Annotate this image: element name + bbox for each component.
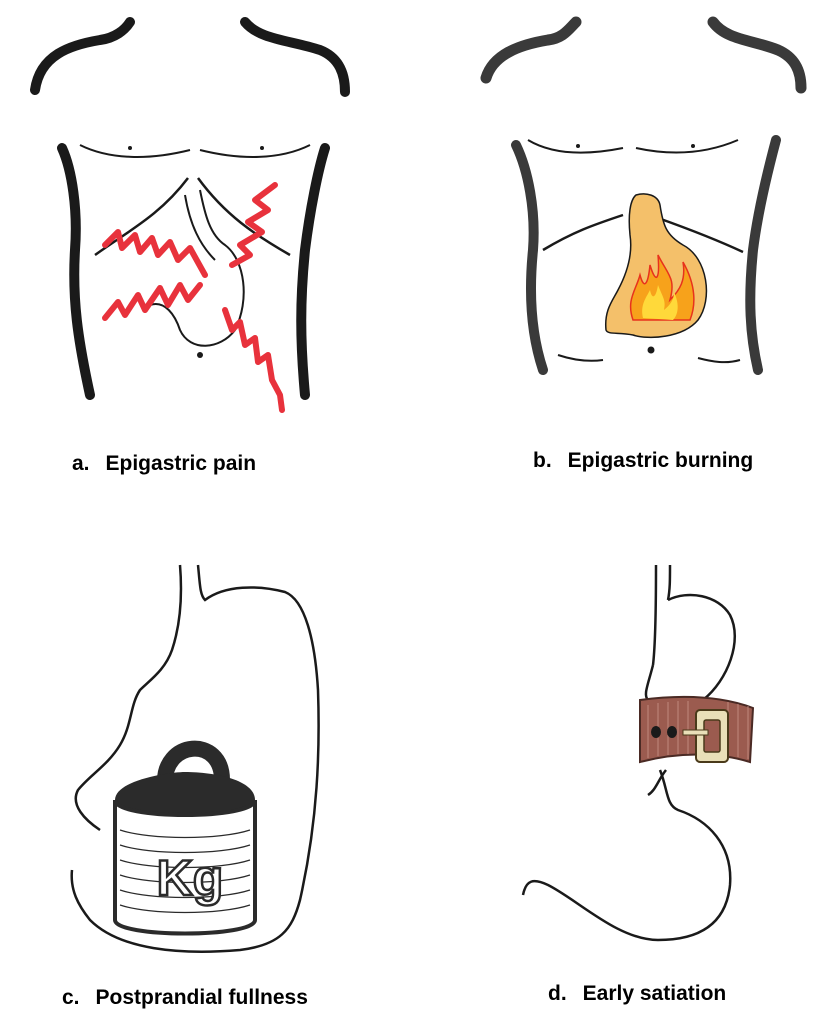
hip-line-right	[697, 357, 741, 364]
stomach-lower-left	[647, 769, 667, 797]
caption-a: a. Epigastric pain	[72, 453, 256, 474]
caption-c: c. Postprandial fullness	[62, 987, 308, 1008]
pain-zigzag-4	[222, 307, 285, 413]
weight-texture	[119, 829, 251, 914]
panel-postprandial-fullness: Kg c. Postprandial fullness	[0, 500, 408, 1013]
rib-cage-right	[196, 177, 291, 257]
torso-left-side	[57, 143, 95, 400]
caption-label: Postprandial fullness	[95, 986, 308, 1009]
navel	[647, 346, 655, 354]
left-nipple	[576, 144, 580, 148]
stomach-upper-left	[644, 664, 655, 701]
pain-zigzag-1	[102, 229, 208, 278]
esophagus-left	[651, 564, 658, 666]
caption-label: Epigastric burning	[567, 449, 754, 472]
stomach-outline-outer	[70, 564, 320, 953]
pain-zigzag-2	[102, 282, 203, 321]
caption-letter: b.	[533, 449, 552, 472]
belt-buckle-inner	[703, 719, 721, 753]
belt-hole-2	[667, 726, 677, 738]
stomach-upper	[667, 593, 737, 709]
hip-line-left	[557, 354, 604, 362]
right-shoulder	[240, 17, 350, 97]
rib-cage-right	[657, 216, 744, 254]
torso-right-side	[296, 143, 330, 400]
caption-label: Epigastric pain	[105, 452, 257, 475]
belt-buckle-pin	[682, 729, 709, 736]
weight-handle	[156, 740, 230, 786]
weight-kg-text: Kg	[157, 850, 224, 906]
caption-b: b. Epigastric burning	[533, 450, 753, 471]
flame-inner	[642, 285, 678, 320]
panel-epigastric-burning: b. Epigastric burning	[408, 0, 817, 500]
panel-early-satiation: d. Early satiation	[408, 500, 817, 1013]
stomach-lower	[521, 769, 732, 942]
caption-letter: c.	[62, 986, 80, 1009]
torso-burning-illustration	[480, 16, 807, 375]
chest-line	[79, 144, 311, 158]
right-nipple	[691, 144, 695, 148]
stomach-weight-illustration: Kg	[70, 564, 320, 953]
stomach-belt-illustration	[521, 564, 755, 942]
torso-pain-illustration	[30, 17, 350, 413]
navel	[197, 352, 203, 358]
chest-line	[527, 139, 739, 154]
caption-letter: d.	[548, 982, 567, 1005]
caption-label: Early satiation	[582, 982, 727, 1005]
belt-hole-1	[651, 726, 661, 738]
caption-d: d. Early satiation	[548, 983, 726, 1004]
stomach-outline-inner	[74, 564, 183, 832]
pain-zigzag-3	[229, 182, 278, 268]
torso-right-side	[745, 135, 781, 375]
stomach-inner	[184, 194, 216, 261]
caption-letter: a.	[72, 452, 90, 475]
right-shoulder	[707, 16, 807, 94]
left-shoulder	[480, 16, 582, 84]
esophagus-right	[666, 564, 672, 601]
rib-cage-left	[542, 213, 624, 252]
torso-left-side	[511, 140, 548, 375]
weight-body	[113, 799, 257, 936]
right-nipple	[260, 146, 264, 150]
left-nipple	[128, 146, 132, 150]
panel-epigastric-pain: a. Epigastric pain	[0, 0, 408, 500]
left-shoulder	[30, 17, 135, 95]
